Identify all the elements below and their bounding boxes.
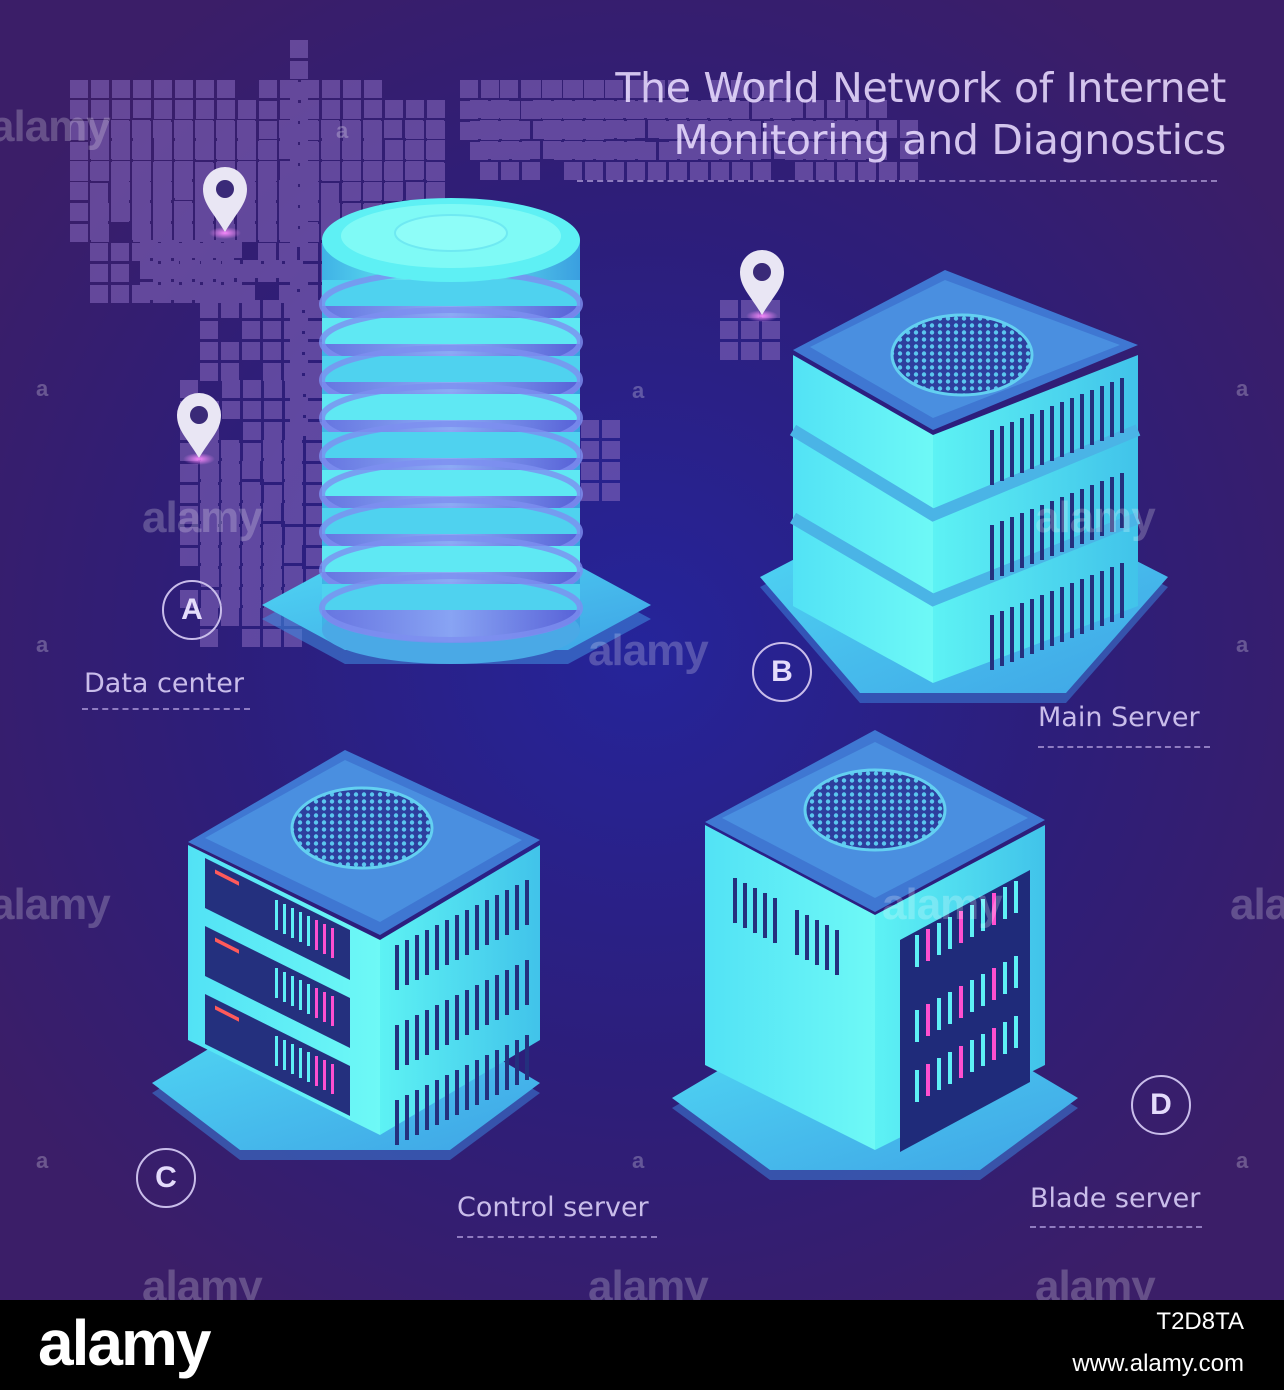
label-main-server: Main Server: [1038, 702, 1200, 733]
page-title: The World Network of Internet Monitoring…: [615, 62, 1226, 166]
badge-a: A: [162, 580, 222, 640]
control-server: [152, 750, 540, 1160]
watermark-mark: a: [36, 376, 49, 401]
label-blade-server: Blade server: [1030, 1183, 1201, 1214]
illustration: [0, 0, 1284, 1300]
label-underline: [457, 1236, 657, 1238]
map-pin-icon: [177, 393, 221, 465]
watermark-mark: a: [336, 118, 349, 143]
watermark-mark: a: [632, 1148, 645, 1173]
main-server: [760, 270, 1168, 703]
watermark: alamy: [882, 880, 1003, 929]
watermark: alamy: [0, 102, 111, 151]
watermark-mark: a: [1236, 1148, 1249, 1173]
badge-c: C: [136, 1148, 196, 1208]
badge-b: B: [752, 642, 812, 702]
title-line-1: The World Network of Internet: [615, 64, 1226, 112]
label-underline: [82, 708, 250, 710]
title-underline: [577, 180, 1217, 182]
blade-server: [672, 730, 1078, 1180]
footer-logo: alamy: [38, 1307, 211, 1379]
badge-d: D: [1131, 1075, 1191, 1135]
watermark-mark: a: [36, 1148, 49, 1173]
image-id: T2D8TA: [1156, 1308, 1244, 1335]
watermark-mark: a: [36, 632, 49, 657]
watermark: alamy: [142, 493, 263, 542]
map-pin-icon: [740, 250, 784, 322]
watermark: alamy: [0, 880, 111, 929]
map-pin-icon: [203, 167, 247, 239]
watermark-mark: a: [1236, 376, 1249, 401]
watermark-mark: a: [632, 378, 645, 403]
footer-site: www.alamy.com: [1072, 1350, 1244, 1377]
watermark: alamy: [588, 626, 709, 675]
watermark: alamy: [1035, 493, 1156, 542]
label-underline: [1030, 1226, 1202, 1228]
title-line-2: Monitoring and Diagnostics: [673, 116, 1226, 164]
watermark: alamy: [1230, 880, 1284, 929]
data-center-tower: [262, 198, 651, 664]
label-control-server: Control server: [457, 1192, 649, 1223]
footer-bar: alamy T2D8TA www.alamy.com: [0, 1300, 1284, 1390]
label-underline: [1038, 746, 1210, 748]
label-data-center: Data center: [84, 668, 244, 699]
watermark-mark: a: [1236, 632, 1249, 657]
